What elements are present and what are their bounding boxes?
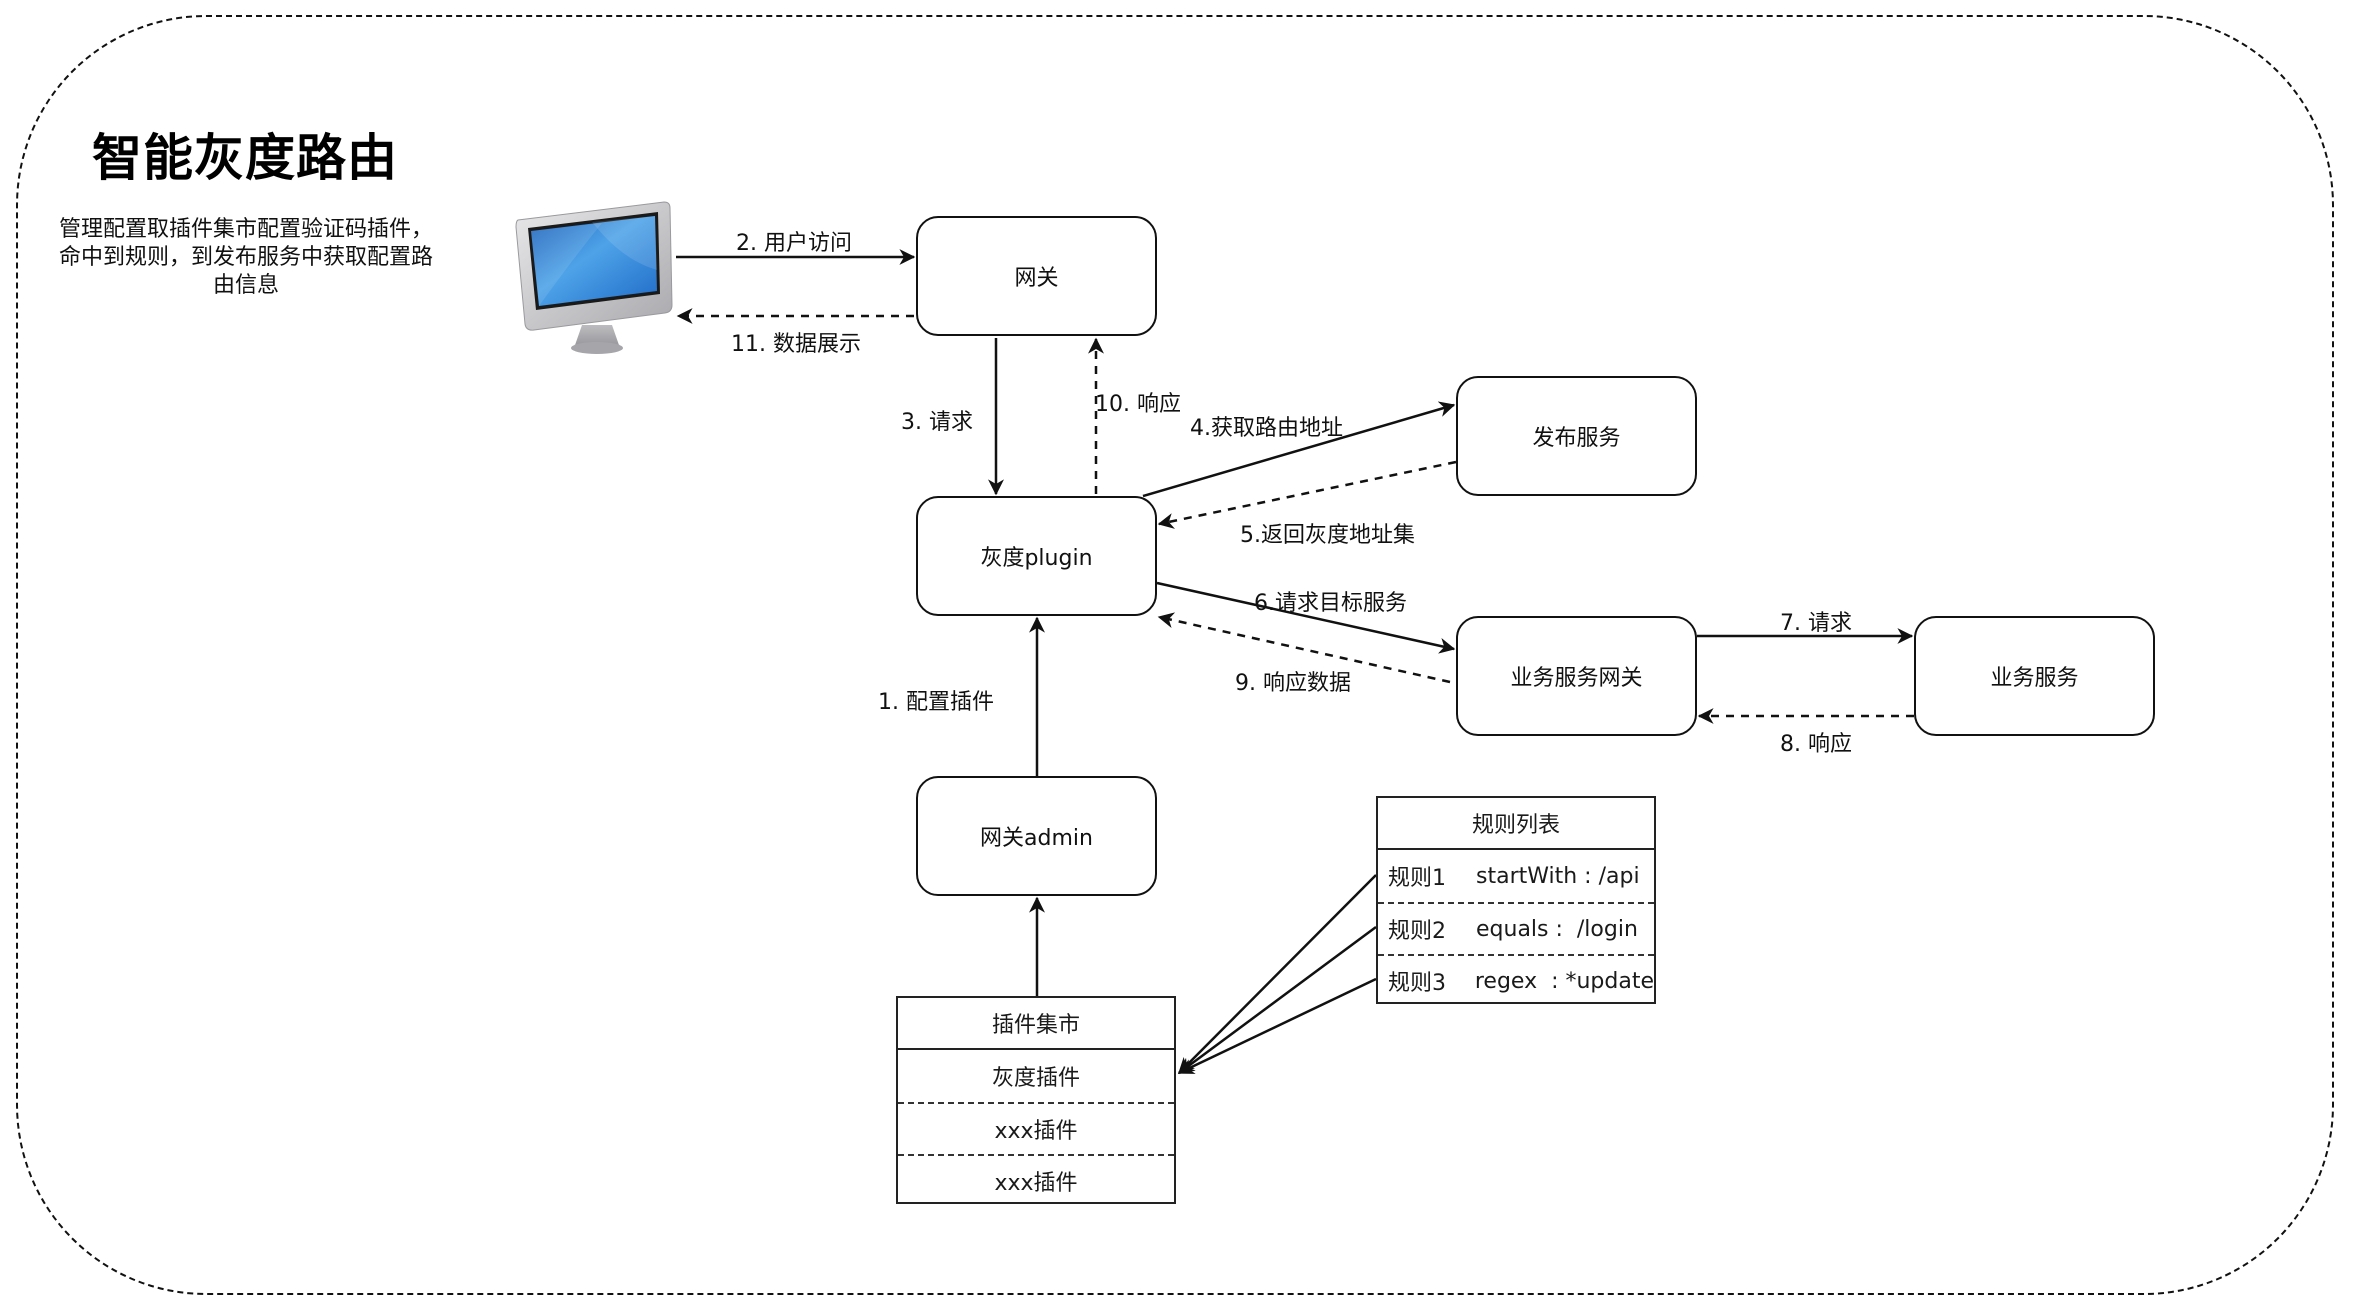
edge-label-8: 8. 响应 [1780,732,1852,757]
edge-label-2: 2. 用户访问 [736,231,852,256]
node-gateway-label: 网关 [1014,266,1059,291]
node-biz-service-label: 业务服务 [1990,666,2079,691]
rule-row[interactable]: 规则1 startWith : /api [1378,850,1654,902]
node-biz-gateway[interactable]: 业务服务网关 [1456,616,1697,736]
node-gateway-admin-label: 网关admin [980,826,1093,851]
edge-label-11: 11. 数据展示 [731,332,861,357]
edge-5-return-gray-set [1157,460,1457,529]
node-publish-service[interactable]: 发布服务 [1456,376,1697,496]
plugin-market-table[interactable]: 插件集市 灰度插件 xxx插件 xxx插件 [896,996,1176,1204]
edge-label-3: 3. 请求 [901,410,973,435]
diagram-title: 智能灰度路由 [92,129,398,187]
edge-label-7: 7. 请求 [1780,611,1852,636]
node-biz-gateway-label: 业务服务网关 [1510,666,1643,691]
rule-name: 规则1 [1388,866,1446,891]
edge-label-1: 1. 配置插件 [878,690,994,715]
rule-row[interactable]: 规则3 regex : *update [1378,954,1654,1006]
node-gateway[interactable]: 网关 [916,216,1157,336]
edge-label-10: 10. 响应 [1095,392,1181,417]
node-publish-service-label: 发布服务 [1532,426,1621,451]
node-gateway-admin[interactable]: 网关admin [916,776,1157,896]
node-gray-plugin[interactable]: 灰度plugin [916,496,1157,616]
node-gray-plugin-label: 灰度plugin [980,546,1093,571]
edge-label-9: 9. 响应数据 [1235,671,1351,696]
plugin-market-item[interactable]: xxx插件 [898,1102,1174,1154]
rule-expression: startWith : /api [1476,863,1640,889]
outer-dashed-frame [16,15,2334,1295]
rule-row[interactable]: 规则2 equals : /login [1378,902,1654,954]
edge-rule2-to-gray-plugin [1177,925,1377,1075]
rule-name: 规则2 [1388,919,1446,944]
edge-label-6: 6.请求目标服务 [1254,591,1407,616]
rule-list-header: 规则列表 [1378,798,1654,850]
desktop-monitor-icon [515,201,673,354]
node-biz-service[interactable]: 业务服务 [1914,616,2155,736]
edge-label-4: 4.获取路由地址 [1190,416,1343,441]
rule-expression: equals : /login [1476,916,1638,942]
edge-label-5: 5.返回灰度地址集 [1240,523,1415,548]
plugin-market-header: 插件集市 [898,998,1174,1050]
edge-rule3-to-gray-plugin [1177,977,1377,1075]
rule-expression: regex : *update [1474,968,1654,994]
rule-list-table[interactable]: 规则列表 规则1 startWith : /api 规则2 equals : /… [1376,796,1656,1004]
diagram-description: 管理配置取插件集市配置验证码插件，命中到规则，到发布服务中获取配置路由信息 [58,217,433,298]
plugin-market-item[interactable]: xxx插件 [898,1154,1174,1206]
edge-6-request-target [1156,581,1456,654]
edge-9-response-data [1157,612,1451,684]
plugin-market-item[interactable]: 灰度插件 [991,1066,1080,1091]
rule-name: 规则3 [1388,971,1446,996]
edge-4-get-route [1142,401,1456,498]
edge-rule1-to-gray-plugin [1178,874,1377,1074]
